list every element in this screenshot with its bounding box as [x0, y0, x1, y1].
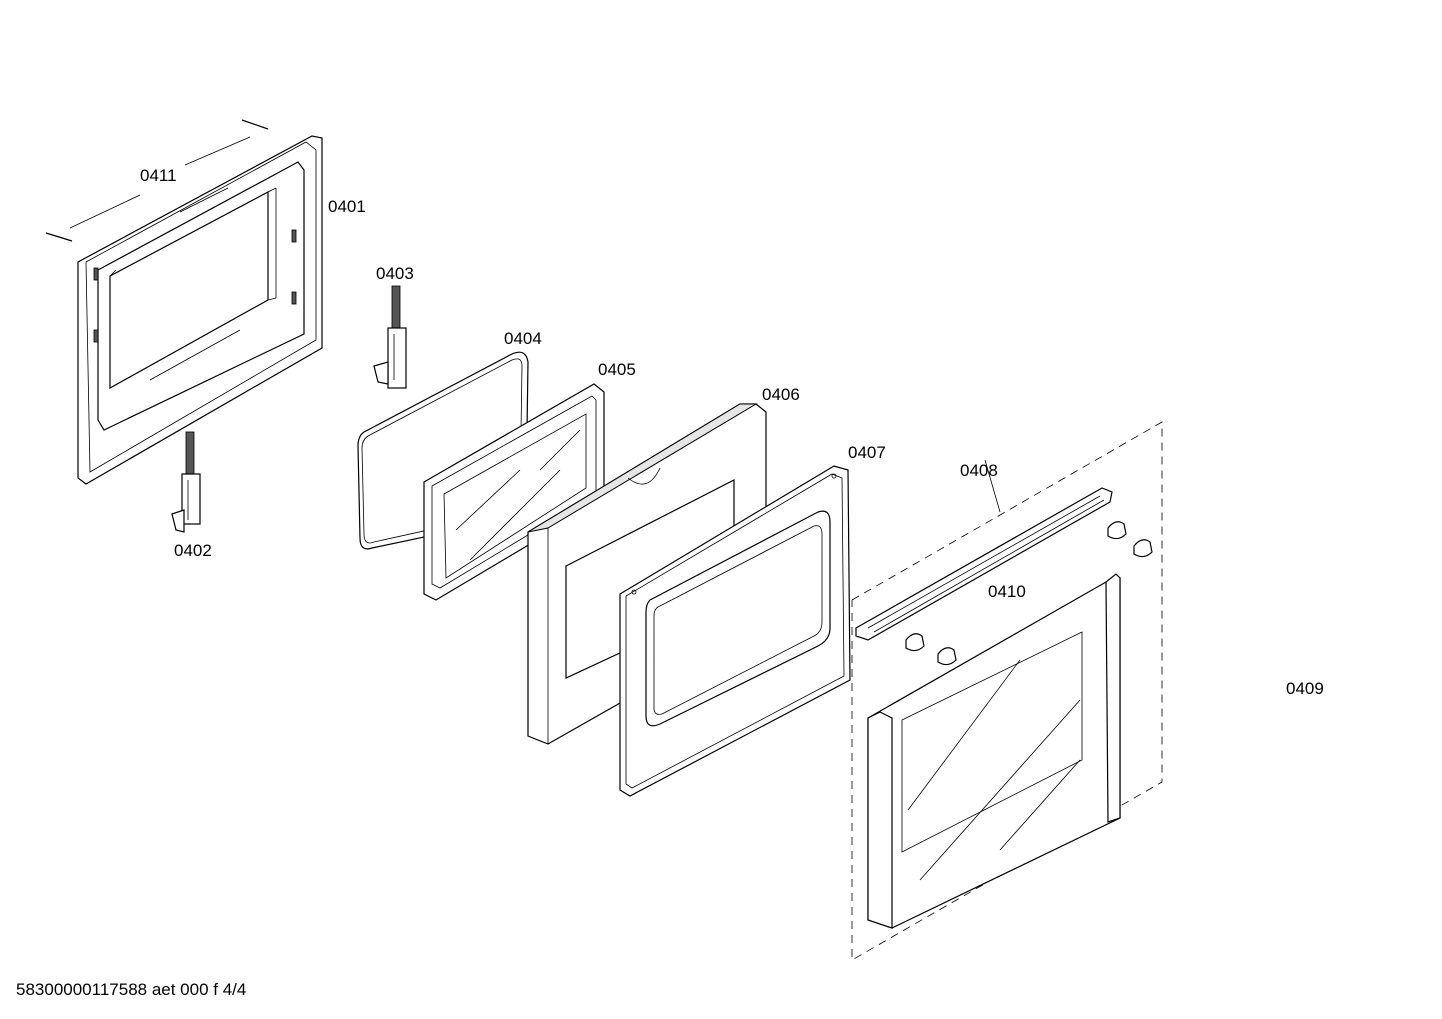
label-0407: 0407	[848, 443, 886, 462]
drawing-reference-footer: 58300000117588 aet 000 f 4/4	[16, 980, 247, 999]
part-0405-glass	[423, 383, 605, 601]
label-0401: 0401	[328, 197, 366, 216]
label-0408: 0408	[960, 461, 998, 480]
label-0409: 0409	[1286, 679, 1324, 698]
part-0408-trim	[855, 459, 1153, 666]
label-0404: 0404	[504, 329, 542, 348]
assembly-group-box	[851, 421, 1163, 961]
part-0411-pins	[45, 119, 269, 242]
part-0403-hinge	[373, 285, 407, 389]
part-0410-outer-door	[867, 573, 1121, 929]
label-0403: 0403	[376, 264, 414, 283]
label-0405: 0405	[598, 360, 636, 379]
part-0409-handle	[1189, 595, 1395, 715]
label-0410: 0410	[988, 582, 1026, 601]
label-0406: 0406	[762, 385, 800, 404]
part-0401-inner-frame	[77, 135, 323, 485]
part-0407-door-panel	[619, 465, 851, 797]
label-0411: 0411	[140, 166, 177, 185]
part-0402-hinge	[171, 431, 201, 533]
label-0402: 0402	[174, 541, 212, 560]
